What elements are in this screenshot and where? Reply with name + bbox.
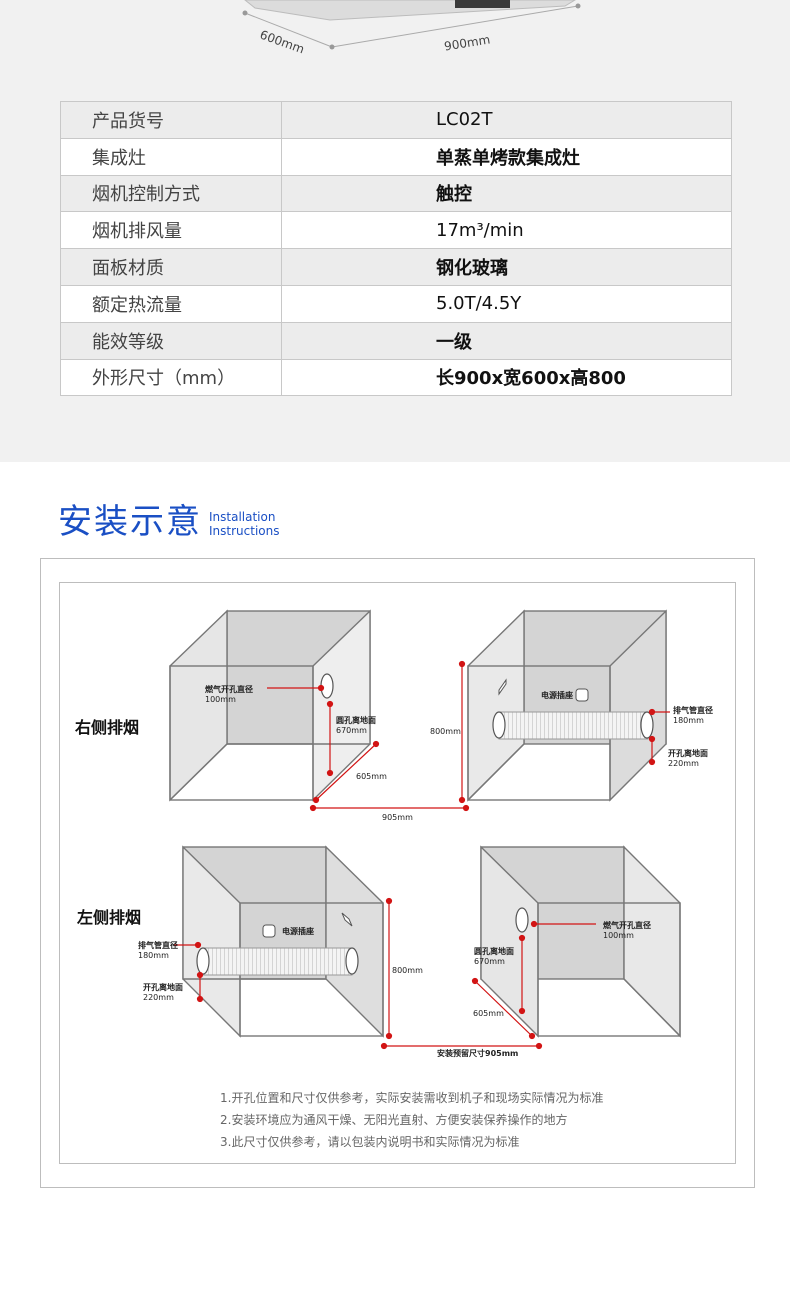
section-subtitle-line1: Installation xyxy=(209,510,276,524)
spec-key: 能效等级 xyxy=(60,321,282,360)
spec-key: 烟机控制方式 xyxy=(60,174,282,213)
spec-value: 17m³/min xyxy=(281,211,732,250)
l-socket-annotation: 电源插座 xyxy=(282,927,314,936)
l-height-annotation: 800mm xyxy=(392,966,423,975)
r-depth-annotation: 605mm xyxy=(356,772,387,781)
note-2: 2.安装环境应为通风干燥、无阳光直射、方便安装保养操作的地方 xyxy=(220,1113,568,1127)
note-1: 1.开孔位置和尺寸仅供参考，实际安装需收到机子和现场实际情况为标准 xyxy=(220,1091,604,1105)
spec-key: 额定热流量 xyxy=(60,284,282,323)
spec-key: 面板材质 xyxy=(60,248,282,286)
r-socket-annotation: 电源插座 xyxy=(541,691,573,700)
section-subtitle: Installation Instructions xyxy=(209,510,279,538)
gas-hole-2 xyxy=(515,907,529,933)
cabinet-right-2 xyxy=(467,609,667,802)
spec-row: 外形尺寸（mm）长900x宽600x高800 xyxy=(60,358,732,397)
spec-key: 集成灶 xyxy=(60,137,282,176)
install-notes: 1.开孔位置和尺寸仅供参考，实际安装需收到机子和现场实际情况为标准 2.安装环境… xyxy=(220,1087,603,1153)
spec-value: 长900x宽600x高800 xyxy=(281,358,732,397)
spec-key: 产品货号 xyxy=(60,101,282,139)
section-title: 安装示意 xyxy=(58,502,202,542)
spec-key: 烟机排风量 xyxy=(60,211,282,250)
spec-row: 集成灶单蒸单烤款集成灶 xyxy=(60,137,732,176)
dimension-lines xyxy=(174,660,670,1050)
spec-value: LC02T xyxy=(281,101,732,139)
vent-icon-1 xyxy=(498,678,507,696)
socket-icon-2 xyxy=(262,924,276,938)
spec-row: 烟机控制方式触控 xyxy=(60,174,732,213)
note-3: 3.此尺寸仅供参考，请以包装内说明书和实际情况为标准 xyxy=(220,1135,520,1149)
l-depth-annotation: 605mm xyxy=(473,1009,504,1018)
product-image xyxy=(242,0,581,50)
cabinet-left-1 xyxy=(182,845,384,1038)
section-subtitle-line2: Instructions xyxy=(209,524,280,538)
cabinet-left-2 xyxy=(480,845,681,1038)
vent-icon-2 xyxy=(341,912,353,927)
right-exhaust-label: 右侧排烟 xyxy=(75,718,140,737)
exhaust-duct-2 xyxy=(202,947,353,976)
socket-icon-1 xyxy=(575,688,589,702)
spec-value: 钢化玻璃 xyxy=(281,248,732,286)
spec-key: 外形尺寸（mm） xyxy=(60,358,282,397)
l-install-width-annotation: 安装预留尺寸905mm xyxy=(437,1049,519,1058)
exhaust-duct-1 xyxy=(498,711,649,740)
left-exhaust-label: 左侧排烟 xyxy=(77,908,142,927)
spec-value: 5.0T/4.5Y xyxy=(281,284,732,323)
r-height-annotation: 800mm xyxy=(430,727,461,736)
spec-row: 面板材质钢化玻璃 xyxy=(60,248,732,286)
r-install-width-annotation: 905mm xyxy=(382,813,413,822)
spec-row: 能效等级一级 xyxy=(60,321,732,360)
cabinet-right-1 xyxy=(169,609,371,802)
spec-value: 单蒸单烤款集成灶 xyxy=(281,137,732,176)
spec-value: 一级 xyxy=(281,321,732,360)
